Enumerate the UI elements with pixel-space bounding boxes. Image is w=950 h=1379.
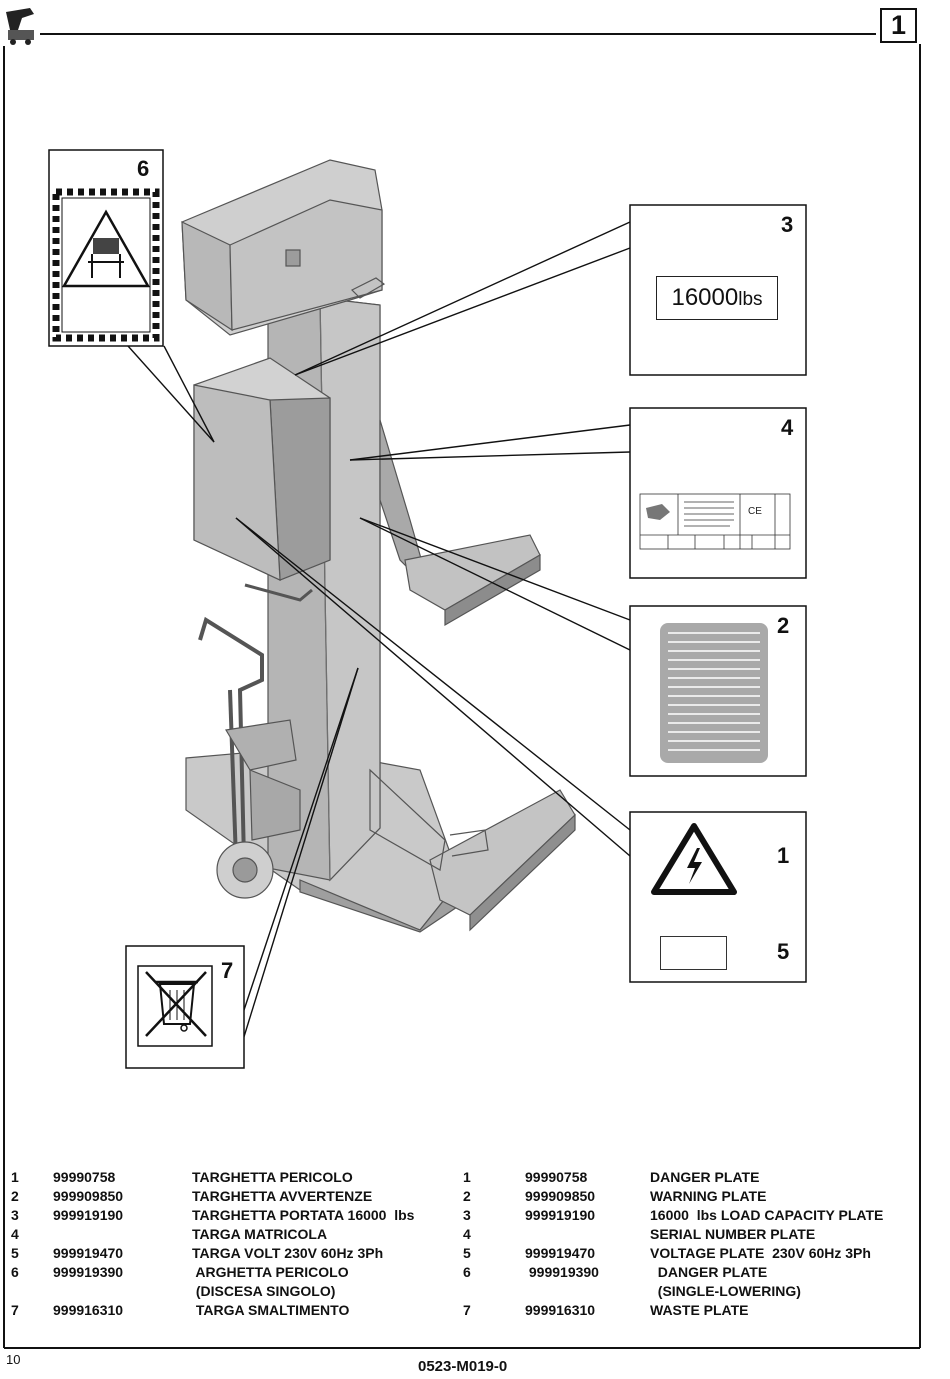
parts-item-number: 7 (463, 1302, 471, 1318)
capacity-unit: lbs (738, 289, 763, 310)
parts-description: WARNING PLATE (650, 1188, 767, 1204)
parts-row: 6 999919390 ARGHETTA PERICOLO (11, 1264, 452, 1283)
parts-row: (SINGLE-LOWERING) (463, 1283, 910, 1302)
parts-description: TARGHETTA PORTATA 16000 lbs (192, 1207, 415, 1223)
parts-row: 3 999919190 16000 lbs LOAD CAPACITY PLATE (463, 1207, 910, 1226)
callout-number-1: 1 (777, 843, 790, 868)
parts-row: 4 TARGA MATRICOLA (11, 1226, 452, 1245)
parts-part-code (53, 1226, 192, 1245)
company-logo (6, 8, 34, 45)
parts-item-number (463, 1283, 525, 1302)
parts-part-code: 99990758 (525, 1169, 588, 1185)
parts-part-code (525, 1283, 650, 1302)
parts-row: 2 999909850 WARNING PLATE (463, 1188, 910, 1207)
callout-number-4: 4 (781, 415, 794, 440)
parts-item-number: 1 (11, 1169, 19, 1185)
parts-part-code (525, 1226, 650, 1245)
parts-item-number: 6 (463, 1264, 471, 1280)
parts-description: (DISCESA SINGOLO) (192, 1283, 336, 1299)
column-lift-drawing (181, 159, 576, 933)
callout-number-7: 7 (221, 958, 234, 983)
callout-number-6: 6 (137, 156, 150, 181)
parts-item-number: 3 (463, 1207, 471, 1223)
parts-row: 4 SERIAL NUMBER PLATE (463, 1226, 910, 1245)
parts-row: 7 999916310 TARGA SMALTIMENTO (11, 1302, 452, 1321)
parts-row: (DISCESA SINGOLO) (11, 1283, 452, 1302)
parts-description: WASTE PLATE (650, 1302, 749, 1318)
page-box-number: 1 (880, 8, 917, 43)
parts-part-code: 999916310 (53, 1302, 124, 1318)
parts-part-code: 999919470 (525, 1245, 596, 1261)
parts-description: VOLTAGE PLATE 230V 60Hz 3Ph (650, 1245, 871, 1261)
parts-description: TARGA VOLT 230V 60Hz 3Ph (192, 1245, 384, 1261)
svg-text:CE: CE (748, 506, 762, 517)
parts-row: 6 999919390 DANGER PLATE (463, 1264, 910, 1283)
parts-part-code: 999919470 (53, 1245, 124, 1261)
parts-description: ARGHETTA PERICOLO (192, 1264, 349, 1280)
parts-description: DANGER PLATE (650, 1169, 760, 1185)
warning-text-plate (660, 623, 768, 763)
parts-item-number: 2 (463, 1188, 471, 1204)
parts-row: 2 999909850 TARGHETTA AVVERTENZE (11, 1188, 452, 1207)
crossed-bin-icon (137, 965, 213, 1047)
parts-description: TARGHETTA AVVERTENZE (192, 1188, 373, 1204)
parts-description: (SINGLE-LOWERING) (650, 1283, 801, 1299)
page-number: 10 (6, 1352, 21, 1367)
callout-box-4 (629, 407, 807, 579)
parts-item-number: 3 (11, 1207, 19, 1223)
leader-lines (127, 221, 631, 1041)
parts-part-code: 999916310 (525, 1302, 596, 1318)
parts-row: 3 999919190 TARGHETTA PORTATA 16000 lbs (11, 1207, 452, 1226)
parts-part-code: 99990758 (53, 1169, 116, 1185)
parts-row: 5 999919470 VOLTAGE PLATE 230V 60Hz 3Ph (463, 1245, 910, 1264)
load-capacity-plate: 16000lbs (656, 276, 778, 320)
parts-part-code: 999909850 (525, 1188, 596, 1204)
parts-part-code: 999919190 (525, 1207, 596, 1223)
parts-description: TARGA MATRICOLA (192, 1226, 328, 1242)
parts-row: 5 999919470 TARGA VOLT 230V 60Hz 3Ph (11, 1245, 452, 1264)
serial-number-plate: CE (639, 493, 791, 550)
parts-item-number: 6 (11, 1264, 19, 1280)
parts-row: 1 99990758 TARGHETTA PERICOLO (11, 1169, 452, 1188)
document-code: 0523-M019-0 (418, 1358, 508, 1375)
parts-item-number: 2 (11, 1188, 19, 1204)
parts-item-number: 7 (11, 1302, 19, 1318)
warning-lift-plate (52, 188, 160, 342)
voltage-plate (660, 936, 727, 970)
parts-item-number: 4 (11, 1226, 19, 1242)
parts-description: DANGER PLATE (650, 1264, 768, 1280)
parts-row: 7 999916310 WASTE PLATE (463, 1302, 910, 1321)
parts-part-code: 999909850 (53, 1188, 124, 1204)
callout-number-2: 2 (777, 613, 790, 638)
parts-description: TARGHETTA PERICOLO (192, 1169, 353, 1185)
parts-part-code (53, 1283, 192, 1302)
callout-number-3: 3 (781, 212, 794, 237)
parts-description: 16000 lbs LOAD CAPACITY PLATE (650, 1207, 884, 1223)
electrical-hazard-icon (651, 823, 737, 895)
parts-item-number: 5 (463, 1245, 471, 1261)
parts-item-number: 4 (463, 1226, 471, 1242)
parts-item-number: 1 (463, 1169, 471, 1185)
parts-part-code: 999919190 (53, 1207, 124, 1223)
parts-part-code: 999919390 (53, 1264, 124, 1280)
callout-box-7 (125, 945, 245, 1069)
parts-row: 1 99990758 DANGER PLATE (463, 1169, 910, 1188)
capacity-value: 16000 (671, 284, 739, 311)
parts-description: SERIAL NUMBER PLATE (650, 1226, 816, 1242)
parts-item-number (11, 1283, 53, 1302)
parts-part-code: 999919390 (525, 1264, 599, 1280)
callout-number-5: 5 (777, 939, 790, 964)
parts-item-number: 5 (11, 1245, 19, 1261)
parts-description: TARGA SMALTIMENTO (192, 1302, 350, 1318)
